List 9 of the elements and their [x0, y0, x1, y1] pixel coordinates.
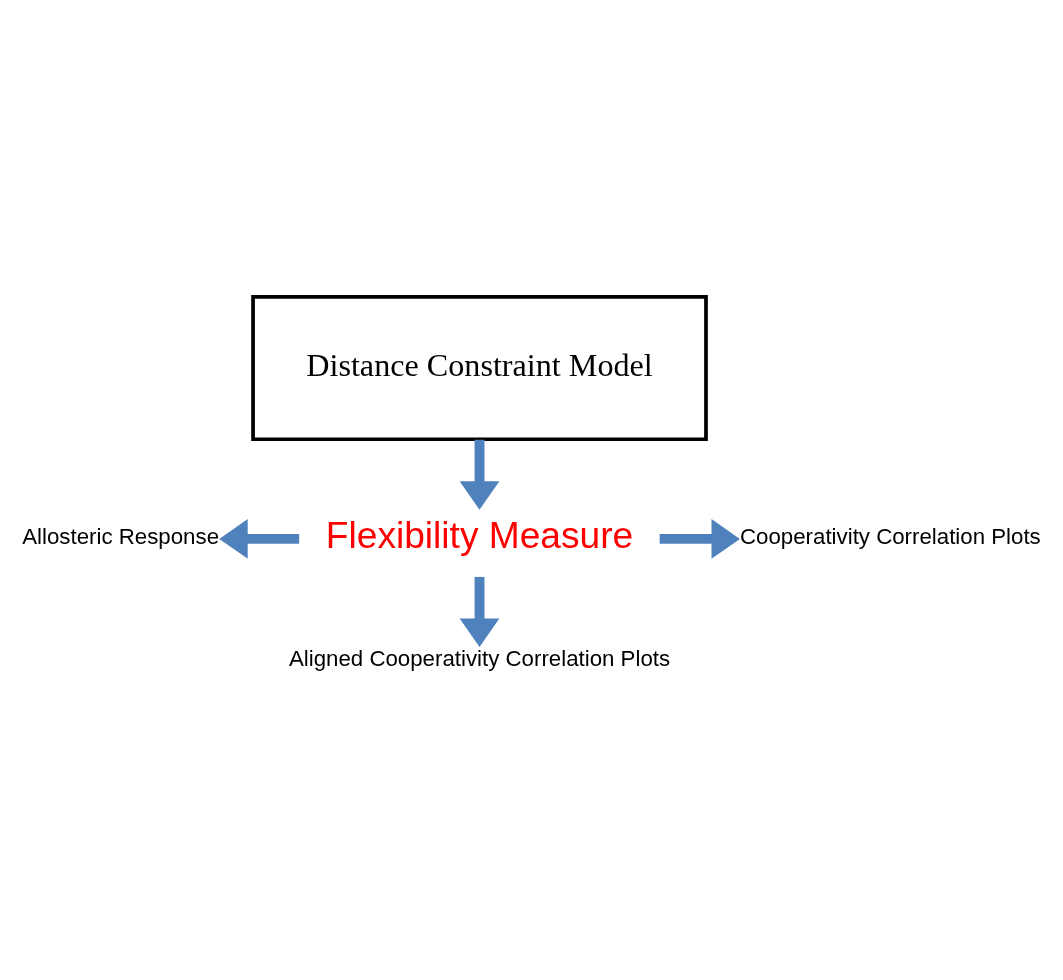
node-text: Allosteric Response — [22, 524, 220, 550]
arrow — [459, 439, 500, 510]
node-text: Cooperativity Correlation Plots — [740, 524, 1041, 550]
arrow — [219, 519, 300, 559]
arrow — [659, 519, 740, 559]
arrow — [459, 576, 500, 647]
node-box: Distance Constraint Model — [251, 295, 708, 442]
node-text: Aligned Cooperativity Correlation Plots — [288, 646, 671, 672]
node-text: Flexibility Measure — [325, 514, 634, 557]
